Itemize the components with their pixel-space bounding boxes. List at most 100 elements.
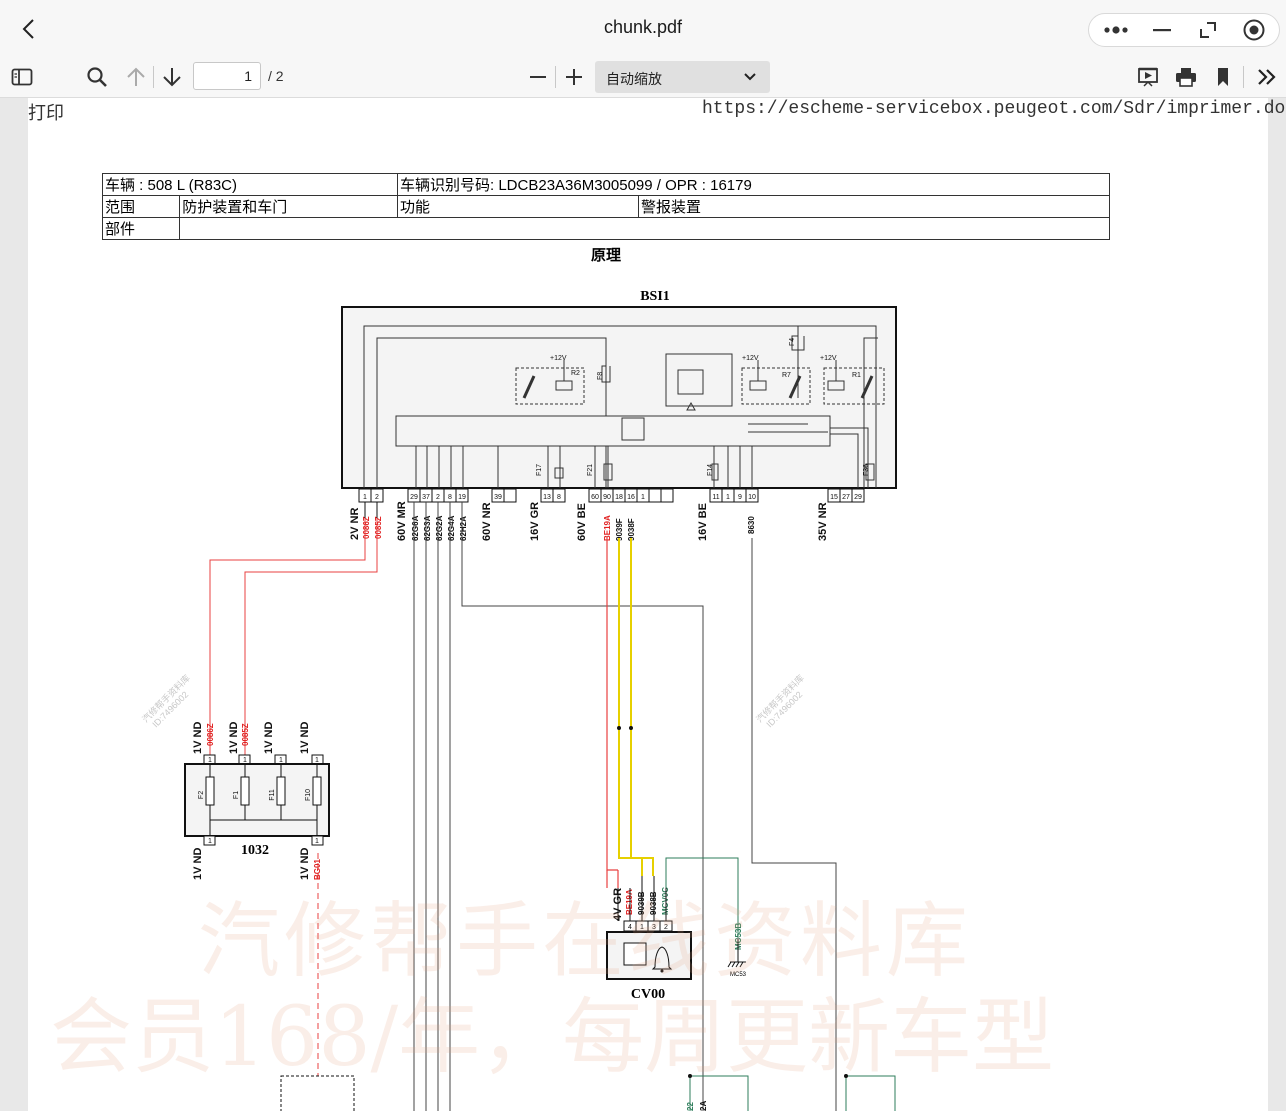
pin-label: 11: [712, 494, 719, 501]
bsi-internal-wiring: [363, 325, 885, 488]
pin-label: 13: [543, 494, 551, 501]
fusebox-label: 1V ND: [192, 722, 204, 754]
pdf-toolbar: / 2 自动缩放: [0, 58, 1286, 98]
wire-code: BE19A: [603, 515, 612, 541]
pin-label: 1: [641, 494, 645, 501]
watermark-line-2: 会员168/年，每周更新车型: [50, 990, 1055, 1085]
scope-value: 防护装置和车门: [179, 195, 398, 218]
wire-color-label: 60V NR: [481, 502, 493, 541]
previous-page-icon[interactable]: [123, 64, 149, 90]
back-arrow-icon[interactable]: [18, 17, 42, 41]
pin-label: 60: [591, 494, 599, 501]
wire-code: 9039F: [615, 518, 624, 541]
scope-label: 范围: [101, 195, 181, 218]
zoom-select-label: 自动缩放: [606, 72, 662, 88]
svg-text:1: 1: [315, 757, 319, 764]
bsi-label: F21: [587, 464, 594, 476]
bsi-label: F4: [789, 338, 796, 346]
fuse-label: F2: [198, 791, 205, 799]
siren-pin: 4: [628, 924, 632, 931]
toolbar-separator: [555, 66, 556, 88]
document-title: chunk.pdf: [603, 17, 683, 37]
siren-pin: 3: [652, 924, 656, 931]
fuse-label: F11: [269, 789, 276, 801]
minimize-icon[interactable]: [1139, 14, 1185, 46]
fusebox-label: 0085Z: [241, 723, 250, 746]
toolbar-separator: [153, 66, 154, 88]
bsi-label: R2: [571, 370, 580, 377]
presentation-mode-icon[interactable]: [1135, 64, 1161, 90]
pin-label: 10: [748, 494, 756, 501]
wire-color-label: 16V BE: [697, 503, 709, 541]
bsi-name: BSI1: [640, 289, 670, 304]
pin-label: 2: [436, 494, 440, 501]
fusebox-label: 1V ND: [299, 722, 311, 754]
bsi-label: F14: [707, 464, 714, 476]
siren-pin: 2: [664, 924, 668, 931]
wire-code: 9038F: [627, 518, 636, 541]
search-icon[interactable]: [84, 64, 110, 90]
restore-icon[interactable]: [1185, 14, 1231, 46]
bsi-label: +12V: [742, 355, 759, 362]
more-tools-icon[interactable]: [1254, 64, 1280, 90]
wire-color-label: 60V MR: [396, 501, 408, 541]
page-count: / 2: [268, 68, 284, 84]
zoom-select[interactable]: 自动缩放: [595, 61, 770, 93]
page-number-input[interactable]: [193, 62, 261, 90]
pin-label: 18: [615, 494, 623, 501]
close-circle-icon[interactable]: [1231, 14, 1277, 46]
window-controls: [1088, 13, 1280, 47]
more-options-icon[interactable]: [1093, 14, 1139, 46]
fuse-label: F1: [233, 791, 240, 799]
fusebox-label: 1V ND: [263, 722, 275, 754]
ground-label: MC53B: [734, 923, 743, 950]
pin-label: 8: [448, 494, 452, 501]
siren-cv00: [606, 931, 692, 980]
pin-label: 37: [422, 494, 430, 501]
pdf-viewer[interactable]: 打印 https://escheme-servicebox.peugeot.co…: [0, 98, 1286, 1111]
bsi-label: F8: [597, 372, 604, 380]
pin-label: 29: [410, 494, 418, 501]
pdf-page: 打印 https://escheme-servicebox.peugeot.co…: [28, 98, 1285, 1111]
fusebox-label: 1V ND: [299, 848, 311, 880]
sidebar-toggle-icon[interactable]: [9, 64, 35, 90]
svg-text:1: 1: [208, 838, 212, 845]
bsi-label: F17: [536, 464, 543, 476]
zoom-in-icon[interactable]: [561, 64, 587, 90]
part-value: [179, 217, 1110, 240]
wire-code: 62H2A: [459, 516, 468, 541]
bsi-label: R7: [782, 372, 791, 379]
pin-label: 8: [557, 494, 561, 501]
svg-text:1: 1: [208, 757, 212, 764]
pin-label: 29: [854, 494, 862, 501]
pin-label: 9: [738, 494, 742, 501]
wire-code: 62G4A: [447, 515, 456, 541]
wire-color-label: 16V GR: [529, 502, 541, 541]
wire-code: 0086Z: [362, 516, 371, 539]
partial-component: [280, 1075, 355, 1111]
part-label: 部件: [101, 217, 181, 240]
bookmark-icon[interactable]: [1210, 64, 1236, 90]
bsi-label: +12V: [820, 355, 837, 362]
svg-text:1: 1: [315, 838, 319, 845]
pin-label: 16: [627, 494, 635, 501]
fusebox-name: 1032: [241, 843, 269, 858]
pin-label: 1: [726, 494, 730, 501]
fusebox-label: BG01: [313, 859, 322, 880]
wire-code: 0085Z: [374, 516, 383, 539]
watermark-line-1: 汽修帮手在线资料库: [198, 894, 973, 989]
zoom-out-icon[interactable]: [525, 64, 551, 90]
fusebox-label: 0086Z: [206, 723, 215, 746]
print-label: 打印: [28, 103, 64, 124]
wire-color-label: 60V BE: [576, 503, 588, 541]
pin-label: 1: [363, 494, 367, 501]
pin-label: 2: [375, 494, 379, 501]
wire-code: 62G3A: [423, 515, 432, 541]
next-page-icon[interactable]: [159, 64, 185, 90]
bottom-label: 22: [686, 1102, 695, 1111]
siren-pin: 1: [640, 924, 644, 931]
print-icon[interactable]: [1173, 64, 1199, 90]
function-label: 功能: [397, 195, 639, 218]
pin-label: 39: [494, 494, 502, 501]
wire-color-label: 2V NR: [349, 508, 361, 540]
